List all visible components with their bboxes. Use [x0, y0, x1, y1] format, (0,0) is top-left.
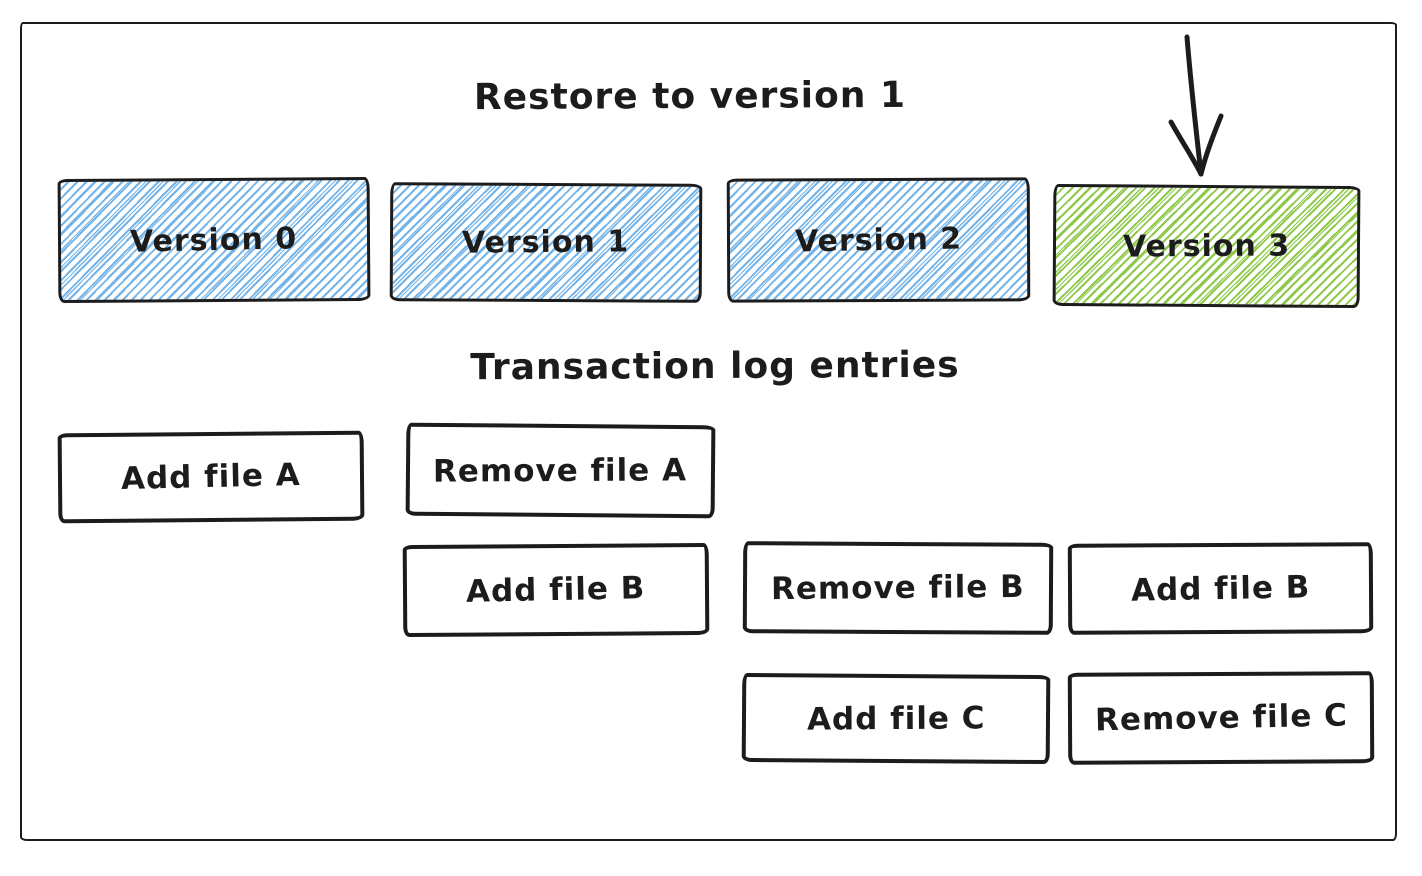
version-1-box: Version 1 — [389, 182, 703, 303]
diagram-title: Restore to version 1 — [473, 74, 907, 119]
log-entry-label: Remove file C — [1094, 697, 1348, 739]
version-2-box: Version 2 — [726, 177, 1031, 303]
log-entry-add-file-b-v3: Add file B — [1067, 542, 1374, 635]
log-entry-remove-file-b: Remove file B — [742, 541, 1054, 635]
log-entry-label: Remove file A — [433, 451, 688, 490]
log-entry-add-file-c: Add file C — [741, 672, 1051, 765]
log-entry-remove-file-a: Remove file A — [405, 422, 716, 519]
version-3-label: Version 3 — [1122, 227, 1291, 265]
down-arrow-icon — [1168, 34, 1224, 177]
log-entry-label: Add file B — [1130, 568, 1311, 609]
outer-frame — [20, 22, 1397, 841]
version-2-label: Version 2 — [794, 220, 963, 260]
log-entry-remove-file-c: Remove file C — [1067, 671, 1375, 765]
log-entry-label: Remove file B — [770, 568, 1026, 608]
version-0-box: Version 0 — [57, 176, 371, 304]
log-entry-label: Add file C — [806, 699, 986, 738]
version-0-label: Version 0 — [130, 220, 298, 260]
log-entry-label: Add file A — [120, 456, 302, 498]
log-entry-add-file-a: Add file A — [57, 430, 365, 524]
log-entry-label: Add file B — [465, 570, 647, 610]
version-3-box: Version 3 — [1052, 183, 1361, 309]
log-entry-add-file-b-v1: Add file B — [402, 542, 710, 638]
log-section-title: Transaction log entries — [470, 344, 960, 389]
version-1-label: Version 1 — [462, 224, 630, 261]
